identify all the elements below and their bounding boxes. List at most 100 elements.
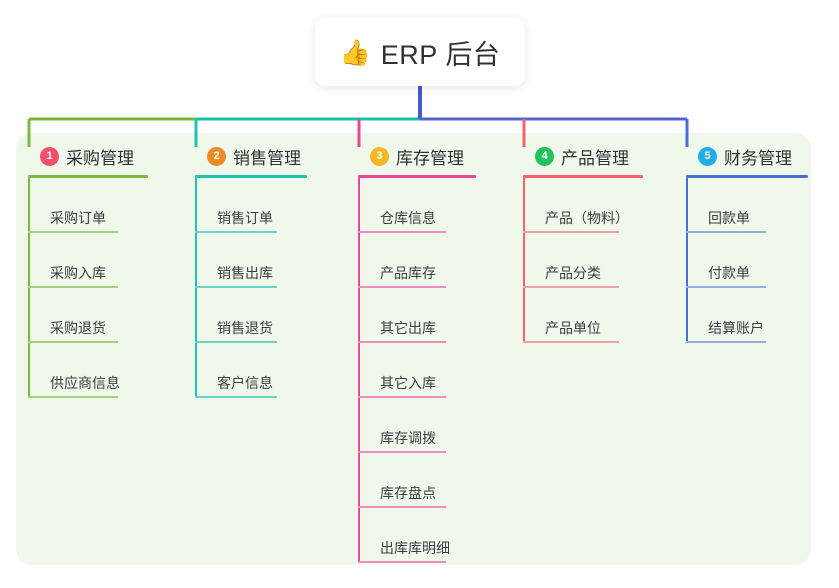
leaf-label: 付款单: [708, 265, 750, 281]
branch-column-4: 4 产品管理产品（物料） 产品分类产品单位: [523, 143, 643, 343]
branch-spine: [686, 178, 688, 343]
leaf-underline: [28, 286, 118, 288]
leaf-item[interactable]: 产品库存: [358, 233, 476, 288]
leaf-label: 采购退货: [50, 320, 106, 336]
leaf-underline: [195, 341, 277, 343]
leaf-label: 产品库存: [380, 265, 436, 281]
leaf-label: 库存盘点: [380, 485, 436, 501]
root-title: ERP 后台: [380, 39, 501, 70]
branch-header-3[interactable]: 3 库存管理: [358, 143, 476, 169]
leaf-label: 其它出库: [380, 320, 436, 336]
branch-leaf-list: 回款单付款单结算账户: [686, 178, 808, 343]
branch-column-2: 2 销售管理销售订单销售出库销售退货客户信息: [195, 143, 307, 398]
leaf-label: 销售订单: [217, 210, 273, 226]
leaf-label: 客户信息: [217, 375, 273, 391]
leaf-label: 其它入库: [380, 375, 436, 391]
leaf-underline: [195, 286, 277, 288]
leaf-underline: [686, 341, 766, 343]
leaf-underline: [686, 231, 766, 233]
leaf-item[interactable]: 产品分类: [523, 233, 643, 288]
branch-header-underline: [195, 175, 307, 178]
branch-column-5: 5 财务管理回款单付款单结算账户: [686, 143, 808, 343]
branch-number-badge: 4: [535, 146, 554, 166]
branch-title: 采购管理: [66, 148, 134, 168]
leaf-label: 采购订单: [50, 210, 106, 226]
branch-header-underline: [523, 175, 643, 178]
leaf-underline: [358, 231, 446, 233]
leaf-underline: [195, 396, 277, 398]
leaf-underline: [358, 451, 446, 453]
leaf-item[interactable]: 产品（物料）: [523, 178, 643, 233]
branch-leaf-list: 产品（物料） 产品分类产品单位: [523, 178, 643, 343]
branch-title: 销售管理: [233, 148, 301, 168]
leaf-label: 供应商信息: [50, 375, 120, 391]
leaf-label: 采购入库: [50, 265, 106, 281]
branch-title: 库存管理: [396, 148, 464, 168]
leaf-label: 销售退货: [217, 320, 273, 336]
leaf-underline: [28, 231, 118, 233]
leaf-label: 产品分类: [545, 265, 601, 281]
branch-spine: [358, 178, 360, 563]
branches-background-panel: [16, 133, 811, 565]
leaf-underline: [28, 396, 118, 398]
leaf-item[interactable]: 销售出库: [195, 233, 307, 288]
leaf-item[interactable]: 销售订单: [195, 178, 307, 233]
leaf-item[interactable]: 客户信息: [195, 343, 307, 398]
leaf-item[interactable]: 采购订单: [28, 178, 148, 233]
branch-header-4[interactable]: 4 产品管理: [523, 143, 643, 169]
leaf-item[interactable]: 结算账户: [686, 288, 808, 343]
leaf-item[interactable]: 销售退货: [195, 288, 307, 343]
branch-spine: [28, 178, 30, 398]
leaf-item[interactable]: 采购退货: [28, 288, 148, 343]
leaf-item[interactable]: 仓库信息: [358, 178, 476, 233]
leaf-label: 结算账户: [708, 320, 764, 336]
branch-leaf-list: 仓库信息产品库存其它出库其它入库库存调拨库存盘点出库库明细: [358, 178, 476, 563]
leaf-item[interactable]: 采购入库: [28, 233, 148, 288]
leaf-underline: [358, 286, 446, 288]
leaf-underline: [358, 341, 446, 343]
leaf-underline: [523, 286, 619, 288]
leaf-label: 产品单位: [545, 320, 601, 336]
branch-title: 财务管理: [724, 148, 792, 168]
leaf-item[interactable]: 其它入库: [358, 343, 476, 398]
leaf-underline: [686, 286, 766, 288]
leaf-label: 销售出库: [217, 265, 273, 281]
leaf-item[interactable]: 其它出库: [358, 288, 476, 343]
leaf-item[interactable]: 库存盘点: [358, 453, 476, 508]
leaf-item[interactable]: 付款单: [686, 233, 808, 288]
branch-number-badge: 2: [207, 146, 226, 166]
branch-column-3: 3 库存管理仓库信息产品库存其它出库其它入库库存调拨库存盘点出库库明细: [358, 143, 476, 563]
leaf-label: 回款单: [708, 210, 750, 226]
leaf-underline: [28, 341, 118, 343]
branch-header-5[interactable]: 5 财务管理: [686, 143, 808, 169]
branch-number-badge: 3: [370, 146, 389, 166]
branch-header-2[interactable]: 2 销售管理: [195, 143, 307, 169]
leaf-underline: [358, 561, 446, 563]
leaf-item[interactable]: 供应商信息: [28, 343, 148, 398]
branch-spine: [195, 178, 197, 398]
branch-number-badge: 5: [698, 146, 717, 166]
leaf-label: 库存调拨: [380, 430, 436, 446]
root-node[interactable]: 👍 ERP 后台: [315, 18, 525, 86]
leaf-item[interactable]: 产品单位: [523, 288, 643, 343]
leaf-underline: [523, 231, 619, 233]
branch-leaf-list: 销售订单销售出库销售退货客户信息: [195, 178, 307, 398]
leaf-underline: [195, 231, 277, 233]
leaf-label: 产品（物料）: [545, 210, 629, 226]
leaf-item[interactable]: 库存调拨: [358, 398, 476, 453]
branch-header-underline: [358, 175, 476, 178]
leaf-underline: [358, 396, 446, 398]
branch-header-underline: [28, 175, 148, 178]
leaf-item[interactable]: 回款单: [686, 178, 808, 233]
branch-header-underline: [686, 175, 808, 178]
leaf-item[interactable]: 出库库明细: [358, 508, 476, 563]
leaf-label: 仓库信息: [380, 210, 436, 226]
branch-leaf-list: 采购订单采购入库采购退货供应商信息: [28, 178, 148, 398]
leaf-underline: [358, 506, 446, 508]
thumbs-up-icon: 👍: [339, 37, 371, 67]
leaf-underline: [523, 341, 619, 343]
branch-title: 产品管理: [561, 148, 629, 168]
